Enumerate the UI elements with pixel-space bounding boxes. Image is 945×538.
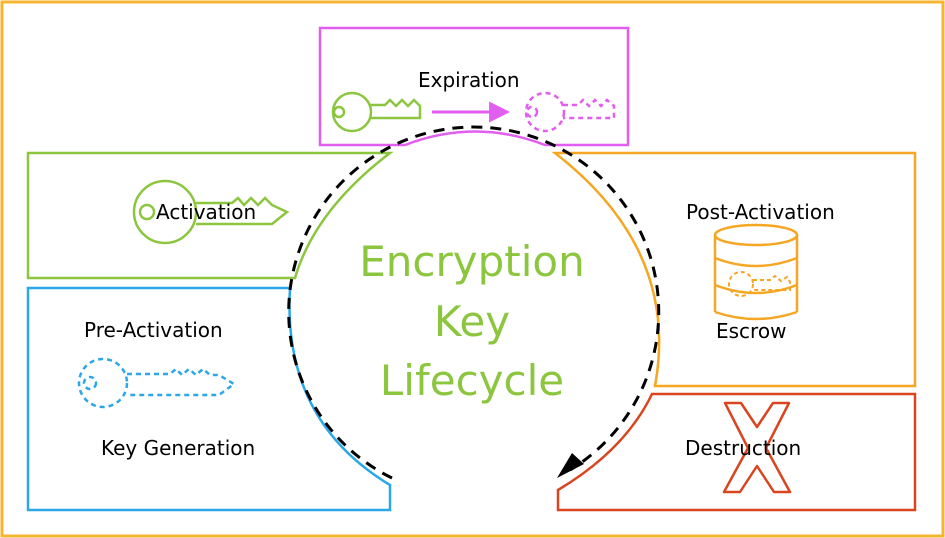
key-generation-label: Key Generation bbox=[101, 436, 255, 460]
pre-activation-label: Pre-Activation bbox=[84, 318, 223, 342]
post-activation-panel bbox=[551, 151, 917, 388]
database-key-icon bbox=[713, 223, 799, 321]
destruction-label: Destruction bbox=[685, 436, 801, 460]
pre-activation-panel bbox=[26, 286, 392, 512]
cycle-arrowhead-icon bbox=[557, 453, 584, 478]
title-line-1: Encryption bbox=[359, 237, 584, 286]
key-icon bbox=[331, 91, 422, 133]
destruction-panel bbox=[556, 392, 917, 512]
dashed-key-icon bbox=[524, 91, 616, 133]
expiration-panel bbox=[318, 26, 630, 147]
activation-label: Activation bbox=[156, 200, 256, 224]
escrow-label: Escrow bbox=[716, 319, 786, 343]
x-cross-icon bbox=[722, 401, 792, 494]
cycle-arrow bbox=[287, 125, 661, 480]
activation-panel bbox=[26, 151, 394, 280]
post-activation-label: Post-Activation bbox=[686, 200, 835, 224]
key-icon bbox=[132, 179, 290, 245]
title-line-3: Lifecycle bbox=[380, 356, 564, 405]
expiration-label: Expiration bbox=[418, 68, 520, 92]
title-line-2: Key bbox=[434, 297, 510, 346]
dashed-key-icon bbox=[77, 357, 237, 409]
